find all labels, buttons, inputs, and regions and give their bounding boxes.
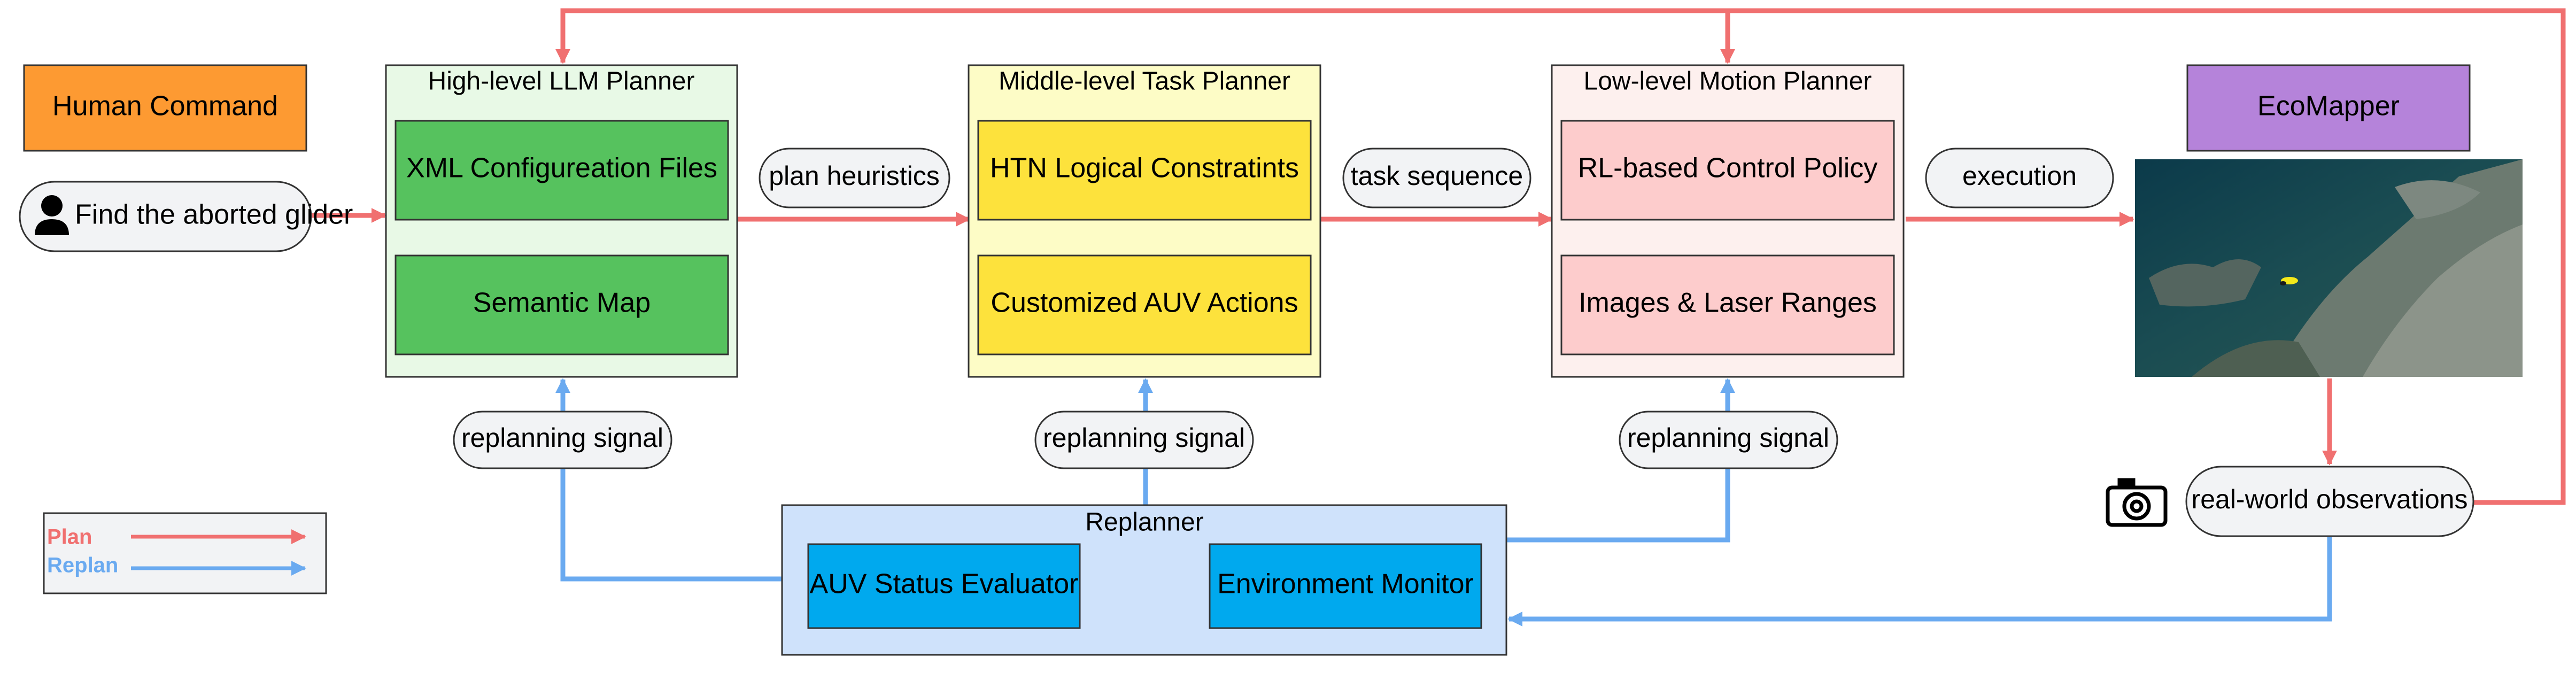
execution-label: execution: [1962, 161, 2077, 191]
human-command-label: Human Command: [52, 91, 278, 122]
rl-policy-box: [1560, 120, 1895, 221]
replanning-signal-label-low: replanning signal: [1627, 423, 1829, 453]
plan-heuristics-pill: [759, 148, 950, 208]
images-laser-label: Images & Laser Ranges: [1579, 288, 1877, 319]
rl-policy-label: RL-based Control Policy: [1578, 153, 1878, 184]
auv-status-evaluator-box: [807, 543, 1081, 629]
semantic-map-box: [394, 254, 729, 355]
auv-actions-label: Customized AUV Actions: [991, 288, 1298, 319]
observations-to-replanner: [1507, 537, 2332, 626]
replanning-signal-pill-low: [1619, 411, 1838, 469]
person-icon: [35, 195, 69, 235]
environment-monitor-box: [1209, 543, 1482, 629]
plan-arrows: [312, 8, 2566, 505]
htn-constraints-label: HTN Logical Constratints: [990, 153, 1299, 184]
ecomapper-box: [2186, 64, 2471, 152]
replanning-signal-label-high: replanning signal: [461, 423, 663, 453]
environment-monitor-label: Environment Monitor: [1217, 569, 1474, 600]
auv-actions-box: [977, 254, 1312, 355]
replan-to-llm: [555, 378, 782, 582]
replanning-signal-pill-high: [453, 411, 672, 469]
xml-config-label: XML Configureation Files: [406, 153, 717, 184]
observations-pill: [2185, 466, 2474, 537]
legend: Plan Replan: [43, 512, 327, 594]
xml-config-box: [394, 120, 729, 221]
auv-status-evaluator-label: AUV Status Evaluator: [810, 569, 1079, 600]
user-command-pill: [19, 181, 312, 252]
middle-level-planner-title: Middle-level Task Planner: [999, 67, 1290, 96]
observations-label: real-world observations: [2192, 484, 2468, 514]
legend-plan-label: Plan: [47, 525, 92, 549]
legend-replan-label: Replan: [47, 554, 118, 577]
user-command-text: Find the aborted glider: [75, 199, 353, 230]
replanning-signal-pill-middle: [1034, 411, 1254, 469]
underwater-scene-image: [2135, 159, 2523, 377]
human-command-box: [23, 64, 307, 152]
htn-constraints-box: [977, 120, 1312, 221]
execution-pill: [1925, 148, 2114, 208]
replanning-signal-label-middle: replanning signal: [1043, 423, 1245, 453]
task-sequence-label: task sequence: [1351, 161, 1523, 191]
high-level-planner-title: High-level LLM Planner: [428, 67, 695, 96]
plan-heuristics-label: plan heuristics: [769, 161, 940, 191]
task-sequence-pill: [1342, 148, 1531, 208]
low-level-planner-title: Low-level Motion Planner: [1584, 67, 1872, 96]
camera-icon: [2106, 478, 2168, 527]
ecomapper-label: EcoMapper: [2257, 91, 2400, 122]
feedback-loop-line: [555, 8, 2566, 505]
semantic-map-label: Semantic Map: [473, 288, 651, 319]
replanner-title: Replanner: [1085, 508, 1204, 537]
images-laser-box: [1560, 254, 1895, 355]
